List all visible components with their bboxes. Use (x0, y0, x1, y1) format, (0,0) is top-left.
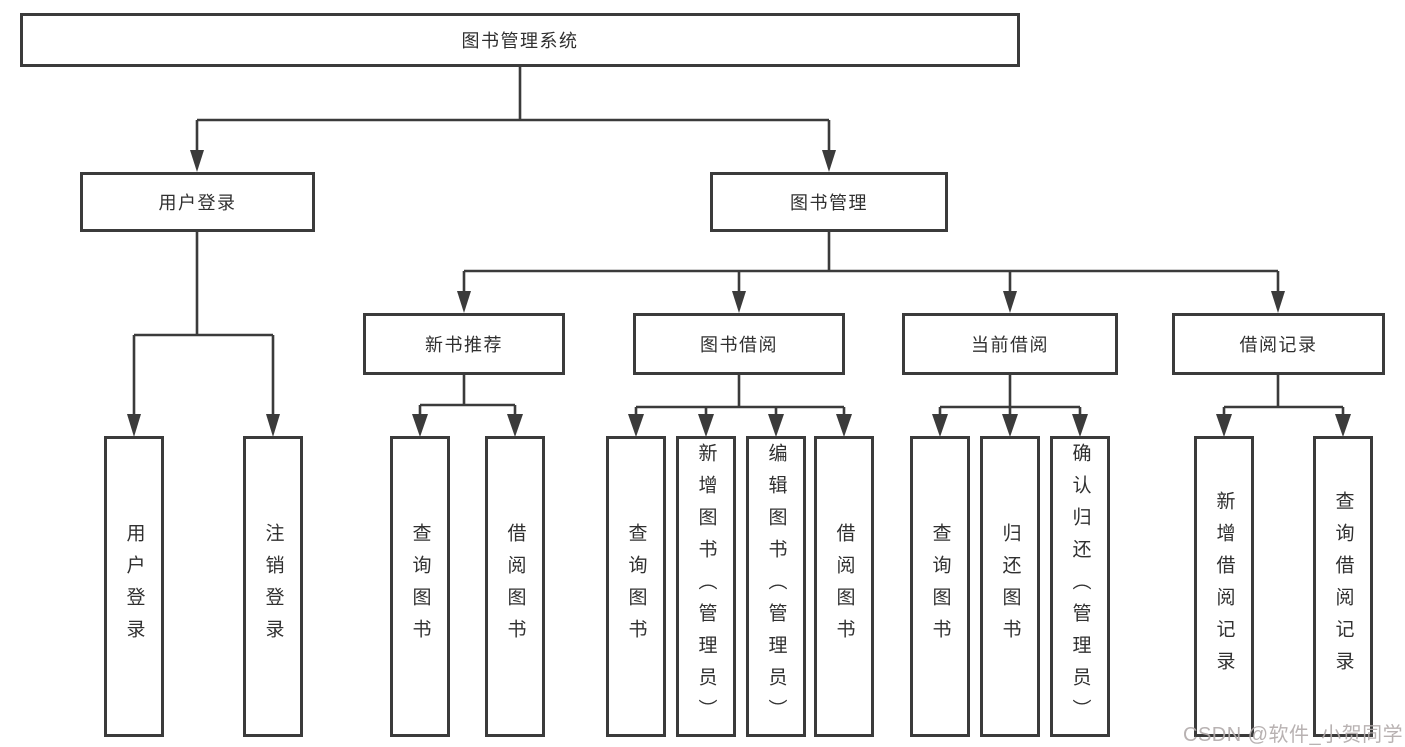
node-borrowing-records: 借阅记录 (1172, 313, 1385, 375)
leaf-records-add-record: 新增借阅记录 (1194, 436, 1254, 737)
leaf-logout-label: 注销登录 (262, 522, 284, 651)
leaf-current-confirm-return-admin: 确认归还（管理员） (1050, 436, 1110, 737)
node-book-borrowing: 图书借阅 (633, 313, 845, 375)
leaf-current-query-books: 查询图书 (910, 436, 970, 737)
leaf-newbook-query-books: 查询图书 (390, 436, 450, 737)
connector-borrow-to-leaves (628, 375, 852, 437)
leaf-borrowing-query-books: 查询图书 (606, 436, 666, 737)
leaf-current-confirm-return-admin-label: 确认归还（管理员） (1069, 442, 1091, 731)
node-user-login: 用户登录 (80, 172, 315, 232)
node-book-management-label: 图书管理 (790, 193, 868, 213)
connector-current-to-leaves (932, 375, 1088, 437)
connector-root-to-level2 (190, 67, 836, 172)
node-current-borrowing: 当前借阅 (902, 313, 1118, 375)
leaf-borrowing-add-books-admin: 新增图书（管理员） (676, 436, 736, 737)
leaf-current-query-books-label: 查询图书 (929, 522, 951, 651)
leaf-borrowing-borrow-books: 借阅图书 (814, 436, 874, 737)
connector-book-mgmt-to-level3 (457, 232, 1285, 313)
node-book-management: 图书管理 (710, 172, 948, 232)
leaf-borrowing-add-books-admin-label: 新增图书（管理员） (695, 442, 717, 731)
leaf-logout: 注销登录 (243, 436, 303, 737)
leaf-records-add-record-label: 新增借阅记录 (1213, 490, 1235, 683)
connector-user-login-to-leaves (127, 232, 280, 437)
node-library-system-label: 图书管理系统 (461, 31, 579, 51)
leaf-user-login: 用户登录 (104, 436, 164, 737)
leaf-user-login-label: 用户登录 (123, 522, 145, 651)
leaf-borrowing-edit-books-admin-label: 编辑图书（管理员） (765, 442, 787, 731)
leaf-newbook-query-books-label: 查询图书 (409, 522, 431, 651)
leaf-borrowing-query-books-label: 查询图书 (625, 522, 647, 651)
leaf-current-return-books-label: 归还图书 (999, 522, 1021, 651)
node-user-login-label: 用户登录 (158, 193, 237, 213)
leaf-records-query-record-label: 查询借阅记录 (1332, 490, 1354, 683)
leaf-newbook-borrow-books-label: 借阅图书 (504, 522, 526, 651)
connector-records-to-leaves (1216, 375, 1351, 437)
node-book-borrowing-label: 图书借阅 (700, 335, 778, 355)
leaf-records-query-record: 查询借阅记录 (1313, 436, 1373, 737)
leaf-current-return-books: 归还图书 (980, 436, 1040, 737)
node-new-book-recommend-label: 新书推荐 (425, 335, 503, 355)
csdn-watermark: CSDN @软件_小贺同学 (1183, 724, 1404, 746)
leaf-borrowing-borrow-books-label: 借阅图书 (833, 522, 855, 651)
connector-newbook-to-leaves (412, 375, 523, 437)
node-new-book-recommend: 新书推荐 (363, 313, 565, 375)
leaf-newbook-borrow-books: 借阅图书 (485, 436, 545, 737)
leaf-borrowing-edit-books-admin: 编辑图书（管理员） (746, 436, 806, 737)
node-borrowing-records-label: 借阅记录 (1239, 335, 1318, 355)
node-library-system: 图书管理系统 (20, 13, 1020, 67)
node-current-borrowing-label: 当前借阅 (971, 335, 1049, 355)
